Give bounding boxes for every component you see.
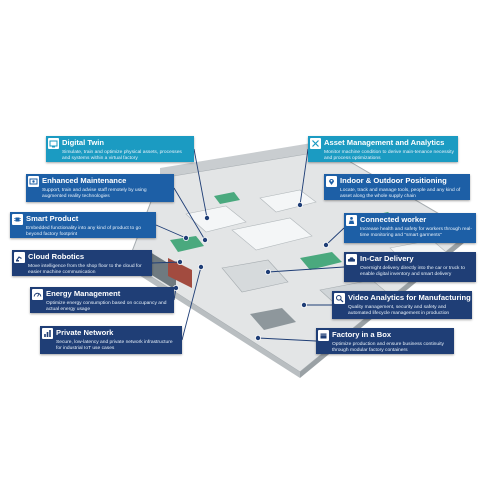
indoor-outdoor-positioning-title: Indoor & Outdoor Positioning (340, 176, 447, 185)
asset-management-description: Monitor machine condition to derive main… (324, 150, 454, 162)
factory-in-a-box-title: Factory in a Box (332, 330, 392, 339)
private-network-title: Private Network (56, 328, 114, 337)
conveyor-row (259, 189, 317, 213)
wrench-screwdriver-icon (310, 138, 321, 149)
asset-management-connector (299, 148, 309, 206)
cloud-robotics-description: Move intelligence from the shop floor to… (28, 264, 142, 276)
energy-management-title: Energy Management (46, 289, 121, 298)
in-car-delivery-pin (264, 268, 271, 275)
bar-chart-icon (42, 328, 53, 339)
connected-worker-title: Connected worker (360, 215, 427, 224)
energy-management-description: Optimize energy consumption based on occ… (46, 301, 167, 313)
factory-in-a-box-connector (257, 337, 317, 342)
red-container (168, 258, 192, 288)
car-icon (346, 254, 357, 265)
asset-management-title: Asset Management and Analytics (324, 138, 445, 147)
chip-icon (12, 214, 23, 225)
office-block (221, 259, 289, 293)
factory-in-a-box-description: Optimize production and ensure business … (332, 342, 445, 354)
video-analytics-title: Video Analytics for Manufacturing (348, 293, 471, 302)
factory-back-wall (160, 140, 330, 178)
video-analytics-description: Quality management, security and safety … (348, 305, 450, 317)
enhanced-maintenance-title: Enhanced Maintenance (42, 176, 127, 185)
machine-block-green-2 (300, 252, 342, 270)
smart-product-description: Embedded functionality into any kind of … (26, 226, 142, 238)
truck-bay (250, 308, 296, 330)
magnifier-icon (334, 293, 345, 304)
connected-worker-description: Increase health and safety for workers t… (360, 227, 472, 239)
smart-product-title: Smart Product (26, 214, 79, 223)
factory-in-a-box-pin (254, 334, 261, 341)
location-pin-icon (326, 176, 337, 187)
cloud-robotics-title: Cloud Robotics (28, 252, 85, 261)
digital-twin-pin (203, 214, 210, 221)
private-network-connector (181, 266, 202, 341)
gauge-icon (32, 289, 43, 300)
machine-block-green-1 (170, 236, 204, 252)
private-network-pin (197, 263, 204, 270)
indoor-outdoor-positioning-description: Locate, track and manage tools, people a… (340, 188, 461, 200)
box-icon (318, 330, 329, 341)
digital-twin-icon (48, 138, 59, 149)
in-car-delivery-title: In-Car Delivery (360, 254, 414, 263)
digital-twin-description: Simulate, train and optimize physical as… (62, 150, 182, 162)
worker-icon (346, 215, 357, 226)
ar-glasses-icon (28, 176, 39, 187)
enhanced-maintenance-pin (201, 236, 208, 243)
smart-product-pin (182, 234, 189, 241)
connector-lines (151, 148, 345, 342)
connected-worker-connector (325, 227, 345, 246)
robot-arm-icon (14, 252, 25, 263)
cloud-robotics-connector (151, 261, 181, 264)
machine-block-green-4 (214, 192, 240, 204)
energy-management-pin (172, 284, 179, 291)
assembly-line-center (231, 217, 313, 251)
digital-twin-connector (193, 148, 208, 219)
connected-worker-pin (322, 241, 329, 248)
smart-product-connector (155, 224, 187, 239)
video-analytics-pin (300, 301, 307, 308)
digital-twin-title: Digital Twin (62, 138, 105, 147)
cloud-robotics-pin (176, 258, 183, 265)
enhanced-maintenance-connector (173, 187, 206, 241)
in-car-delivery-connector (267, 266, 345, 273)
assembly-line-left (185, 205, 247, 233)
asset-management-pin (296, 201, 303, 208)
storage-rack-left (150, 252, 176, 290)
in-car-delivery-description: Overnight delivery directly into the car… (360, 266, 465, 278)
private-network-description: Secure, low-latency and private network … (56, 340, 173, 352)
enhanced-maintenance-description: Support, train and advise staff remotely… (42, 188, 147, 200)
